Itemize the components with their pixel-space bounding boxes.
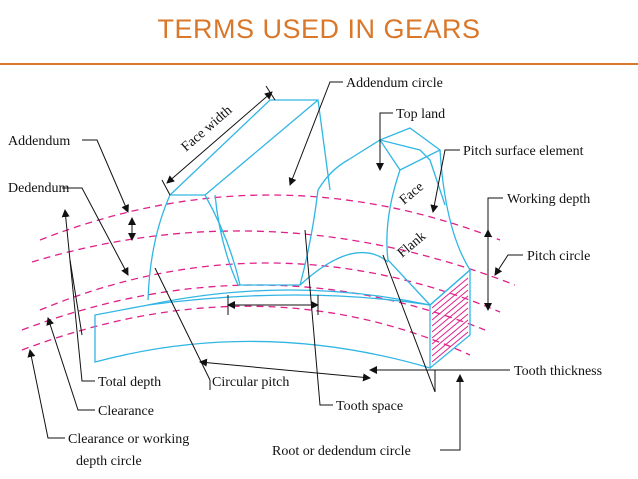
label-addendum: Addendum bbox=[8, 134, 70, 149]
label-clearance-circle-line2: depth circle bbox=[76, 454, 142, 469]
tooth-right bbox=[317, 139, 446, 206]
slide-title: TERMS USED IN GEARS bbox=[157, 14, 481, 44]
label-top-land: Top land bbox=[396, 107, 445, 122]
label-face: Face bbox=[397, 180, 427, 208]
tooth-left-inner bbox=[214, 189, 319, 286]
label-root-circle: Root or dedendum circle bbox=[272, 444, 411, 459]
label-face-width: Face width bbox=[179, 103, 236, 155]
leader-lines bbox=[27, 81, 523, 451]
pitch-circle-arc bbox=[31, 230, 516, 286]
diagram-labels: Addendum circle Top land Pitch surface e… bbox=[8, 76, 602, 469]
label-dedendum: Dedendum bbox=[8, 181, 70, 196]
label-flank: Flank bbox=[395, 229, 429, 261]
label-addendum-circle: Addendum circle bbox=[346, 76, 443, 91]
tooth-right-base bbox=[299, 251, 389, 286]
label-total-depth: Total depth bbox=[98, 375, 161, 390]
label-clearance-circle-line1: Clearance or working bbox=[68, 432, 189, 447]
label-working-depth: Working depth bbox=[507, 192, 590, 207]
root-circle-arc bbox=[21, 305, 471, 356]
label-pitch-circle: Pitch circle bbox=[527, 249, 590, 264]
tooth-section-hatch bbox=[431, 277, 469, 363]
label-clearance: Clearance bbox=[98, 404, 154, 419]
addendum-circle-arc bbox=[39, 194, 501, 241]
tooth-right-face bbox=[386, 169, 431, 306]
label-circular-pitch: Circular pitch bbox=[212, 375, 289, 390]
label-tooth-space: Tooth space bbox=[336, 399, 403, 414]
rim-right bbox=[429, 268, 471, 369]
label-pitch-surface-element: Pitch surface element bbox=[463, 144, 584, 159]
title-divider bbox=[0, 63, 638, 65]
tooth-left bbox=[147, 194, 241, 301]
label-tooth-thickness: Tooth thickness bbox=[514, 364, 602, 379]
rim-top bbox=[147, 289, 431, 306]
rim-front bbox=[94, 294, 431, 369]
